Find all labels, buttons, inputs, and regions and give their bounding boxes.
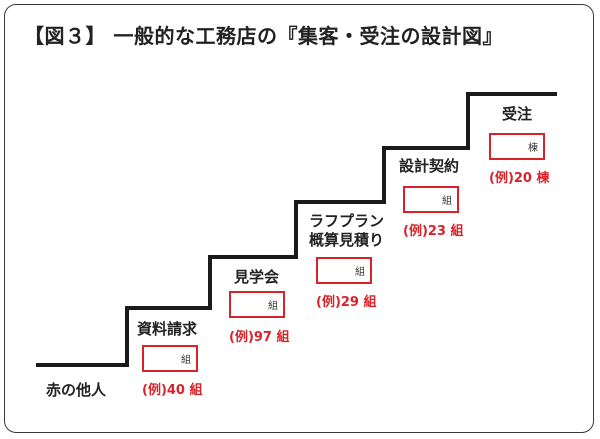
step-rough-plan-input-box: 組 xyxy=(316,257,372,284)
step-open-house-example: (例)97 組 xyxy=(229,330,290,345)
step-rough-estimate-label: 概算見積り xyxy=(309,231,385,249)
step-rough-plan-example: (例)29 組 xyxy=(316,295,377,310)
step-design-contract-unit: 組 xyxy=(442,196,452,207)
step-order-label: 受注 xyxy=(502,105,533,123)
step-document-request-label: 資料請求 xyxy=(137,320,198,338)
diagram-frame xyxy=(4,4,594,433)
step-rough-plan-unit: 組 xyxy=(355,267,365,278)
step-open-house-label: 見学会 xyxy=(234,268,280,286)
step-document-request-unit: 組 xyxy=(181,355,191,366)
step-document-request-example: (例)40 組 xyxy=(142,383,203,398)
step-rough-plan-label: ラフプラン xyxy=(309,212,385,230)
step-order-example: (例)20 棟 xyxy=(489,171,550,186)
step-order-unit: 棟 xyxy=(528,143,538,154)
step-design-contract-input-box: 組 xyxy=(403,186,459,213)
step-design-contract-label: 設計契約 xyxy=(399,157,460,175)
step-design-contract-example: (例)23 組 xyxy=(403,224,464,239)
step-document-request-input-box: 組 xyxy=(142,345,198,372)
step-stranger-label: 赤の他人 xyxy=(46,381,107,399)
step-order-input-box: 棟 xyxy=(489,133,545,160)
staircase-line xyxy=(36,92,557,367)
page-title: 【図３】 一般的な工務店の『集客・受注の設計図』 xyxy=(24,24,503,48)
step-open-house-unit: 組 xyxy=(268,301,278,312)
step-open-house-input-box: 組 xyxy=(229,291,285,318)
